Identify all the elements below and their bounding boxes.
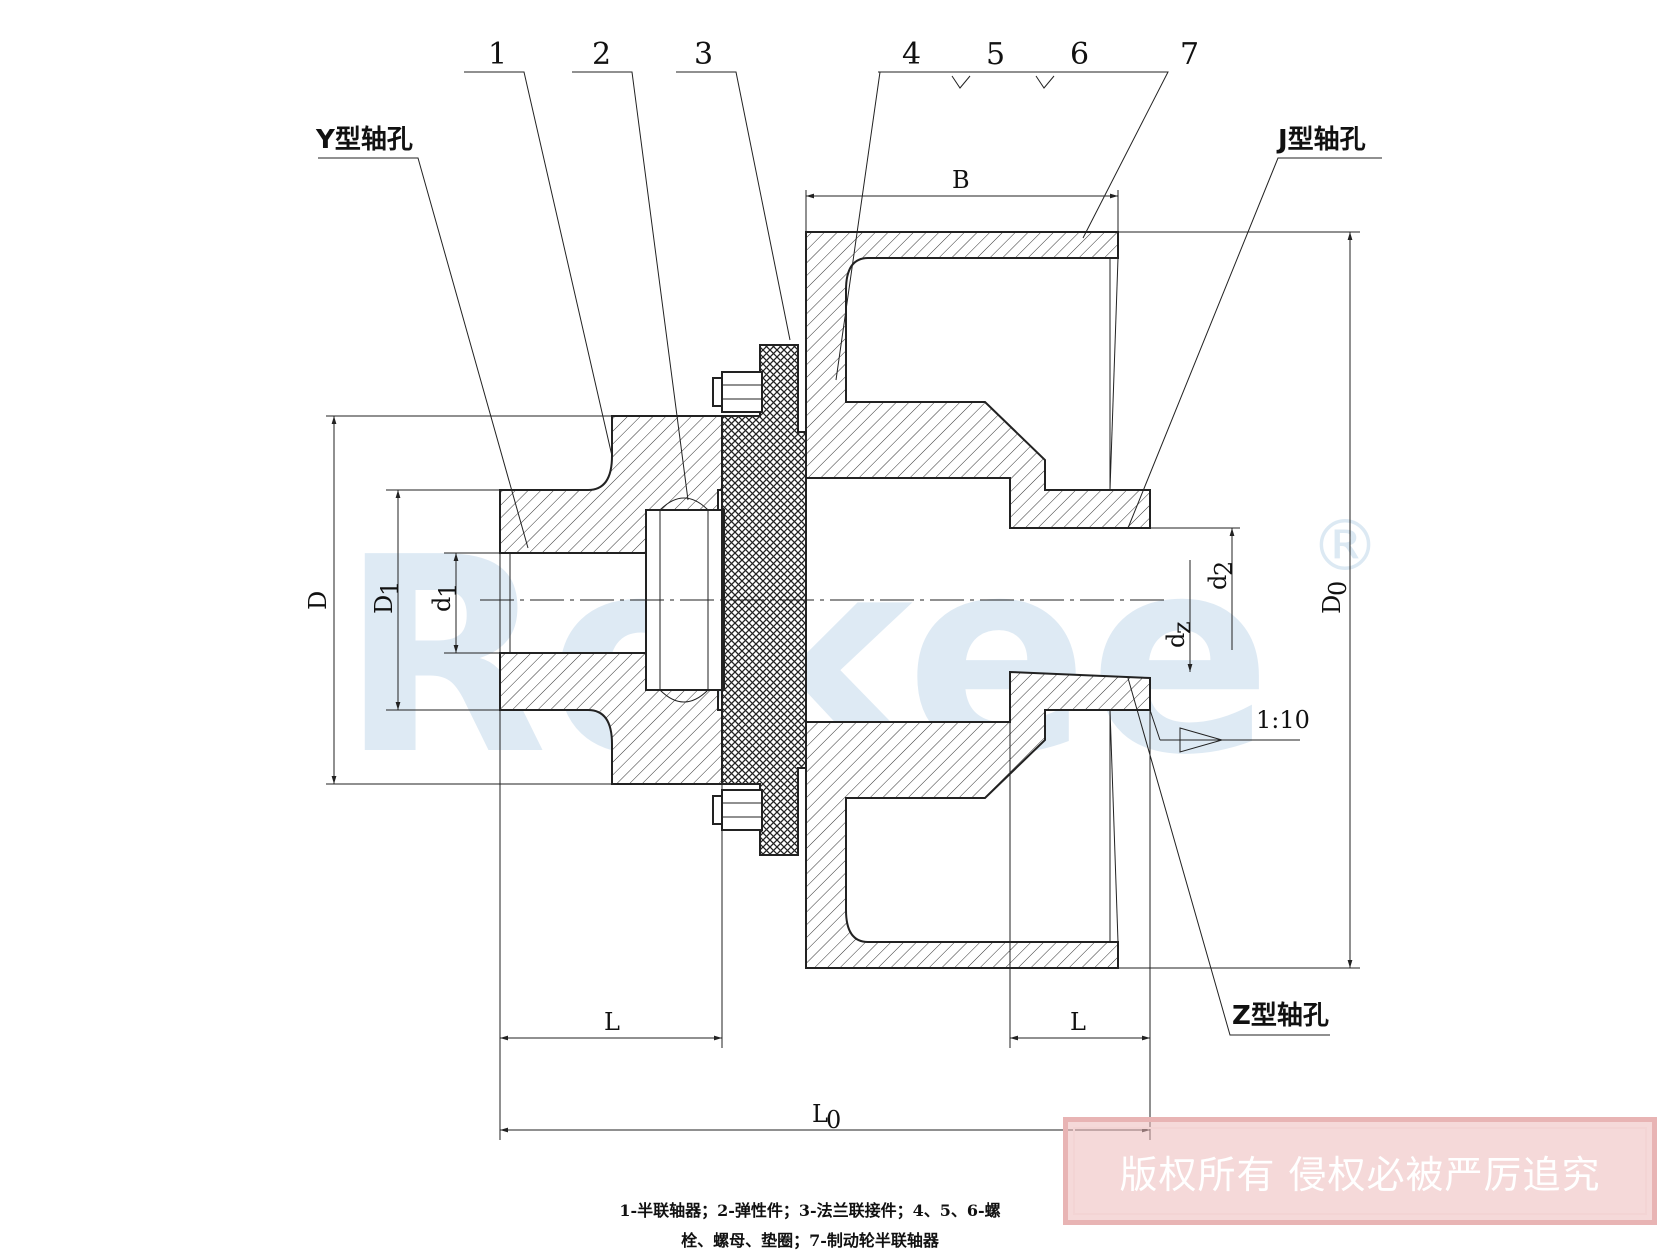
callout-leaders <box>318 71 1382 1036</box>
callout-3: 3 <box>694 37 713 72</box>
callout-numbers: 1 2 3 4 5 6 7 Y型轴孔 J型轴孔 Z型轴孔 <box>315 37 1366 1031</box>
callout-2: 2 <box>592 37 611 72</box>
dim-L0: L <box>812 1100 828 1128</box>
dim-taper: 1:10 <box>1256 706 1310 734</box>
copyright-text: 版权所有 侵权必被严厉追究 <box>1119 1152 1601 1197</box>
dim-D1: D <box>370 595 398 614</box>
callout-4: 4 <box>902 37 921 72</box>
dim-dz-sub: z <box>1168 621 1196 634</box>
dim-D: D <box>304 591 332 610</box>
label-y-type-bore: Y型轴孔 <box>315 125 413 155</box>
caption-line-2: 栓、螺母、垫圈；7-制动轮半联轴器 <box>681 1231 939 1250</box>
dimensions: B D 0 D D 1 d 1 d 2 d z <box>304 166 1360 1140</box>
dim-L-left: L <box>604 1008 620 1036</box>
callout-6: 6 <box>1070 37 1089 72</box>
callout-7: 7 <box>1180 37 1199 72</box>
dim-D0-sub: 0 <box>1324 581 1352 596</box>
caption-line-1: 1-半联轴器；2-弹性件；3-法兰联接件；4、5、6-螺 <box>619 1201 1001 1220</box>
label-z-type-bore: Z型轴孔 <box>1232 1001 1329 1031</box>
dim-D1-sub: 1 <box>376 581 404 596</box>
dim-d1: d <box>428 597 456 612</box>
callout-1: 1 <box>488 37 507 72</box>
dim-B: B <box>952 166 970 194</box>
half-coupling <box>499 415 723 785</box>
dim-d2: d <box>1204 575 1232 590</box>
dim-d2-sub: 2 <box>1210 561 1238 576</box>
copyright-stamp: 版权所有 侵权必被严厉追究 <box>1063 1117 1657 1225</box>
parts-caption: 1-半联轴器；2-弹性件；3-法兰联接件；4、5、6-螺 栓、螺母、垫圈；7-制… <box>560 1196 1060 1256</box>
dim-D0: D <box>1318 595 1346 614</box>
dim-dz: d <box>1162 633 1190 648</box>
dim-d1-sub: 1 <box>434 583 462 598</box>
registered-mark: ® <box>1310 505 1380 587</box>
label-j-type-bore: J型轴孔 <box>1276 125 1366 155</box>
callout-5: 5 <box>986 37 1005 72</box>
dim-L-right: L <box>1070 1008 1086 1036</box>
dim-L0-sub: 0 <box>826 1106 841 1134</box>
